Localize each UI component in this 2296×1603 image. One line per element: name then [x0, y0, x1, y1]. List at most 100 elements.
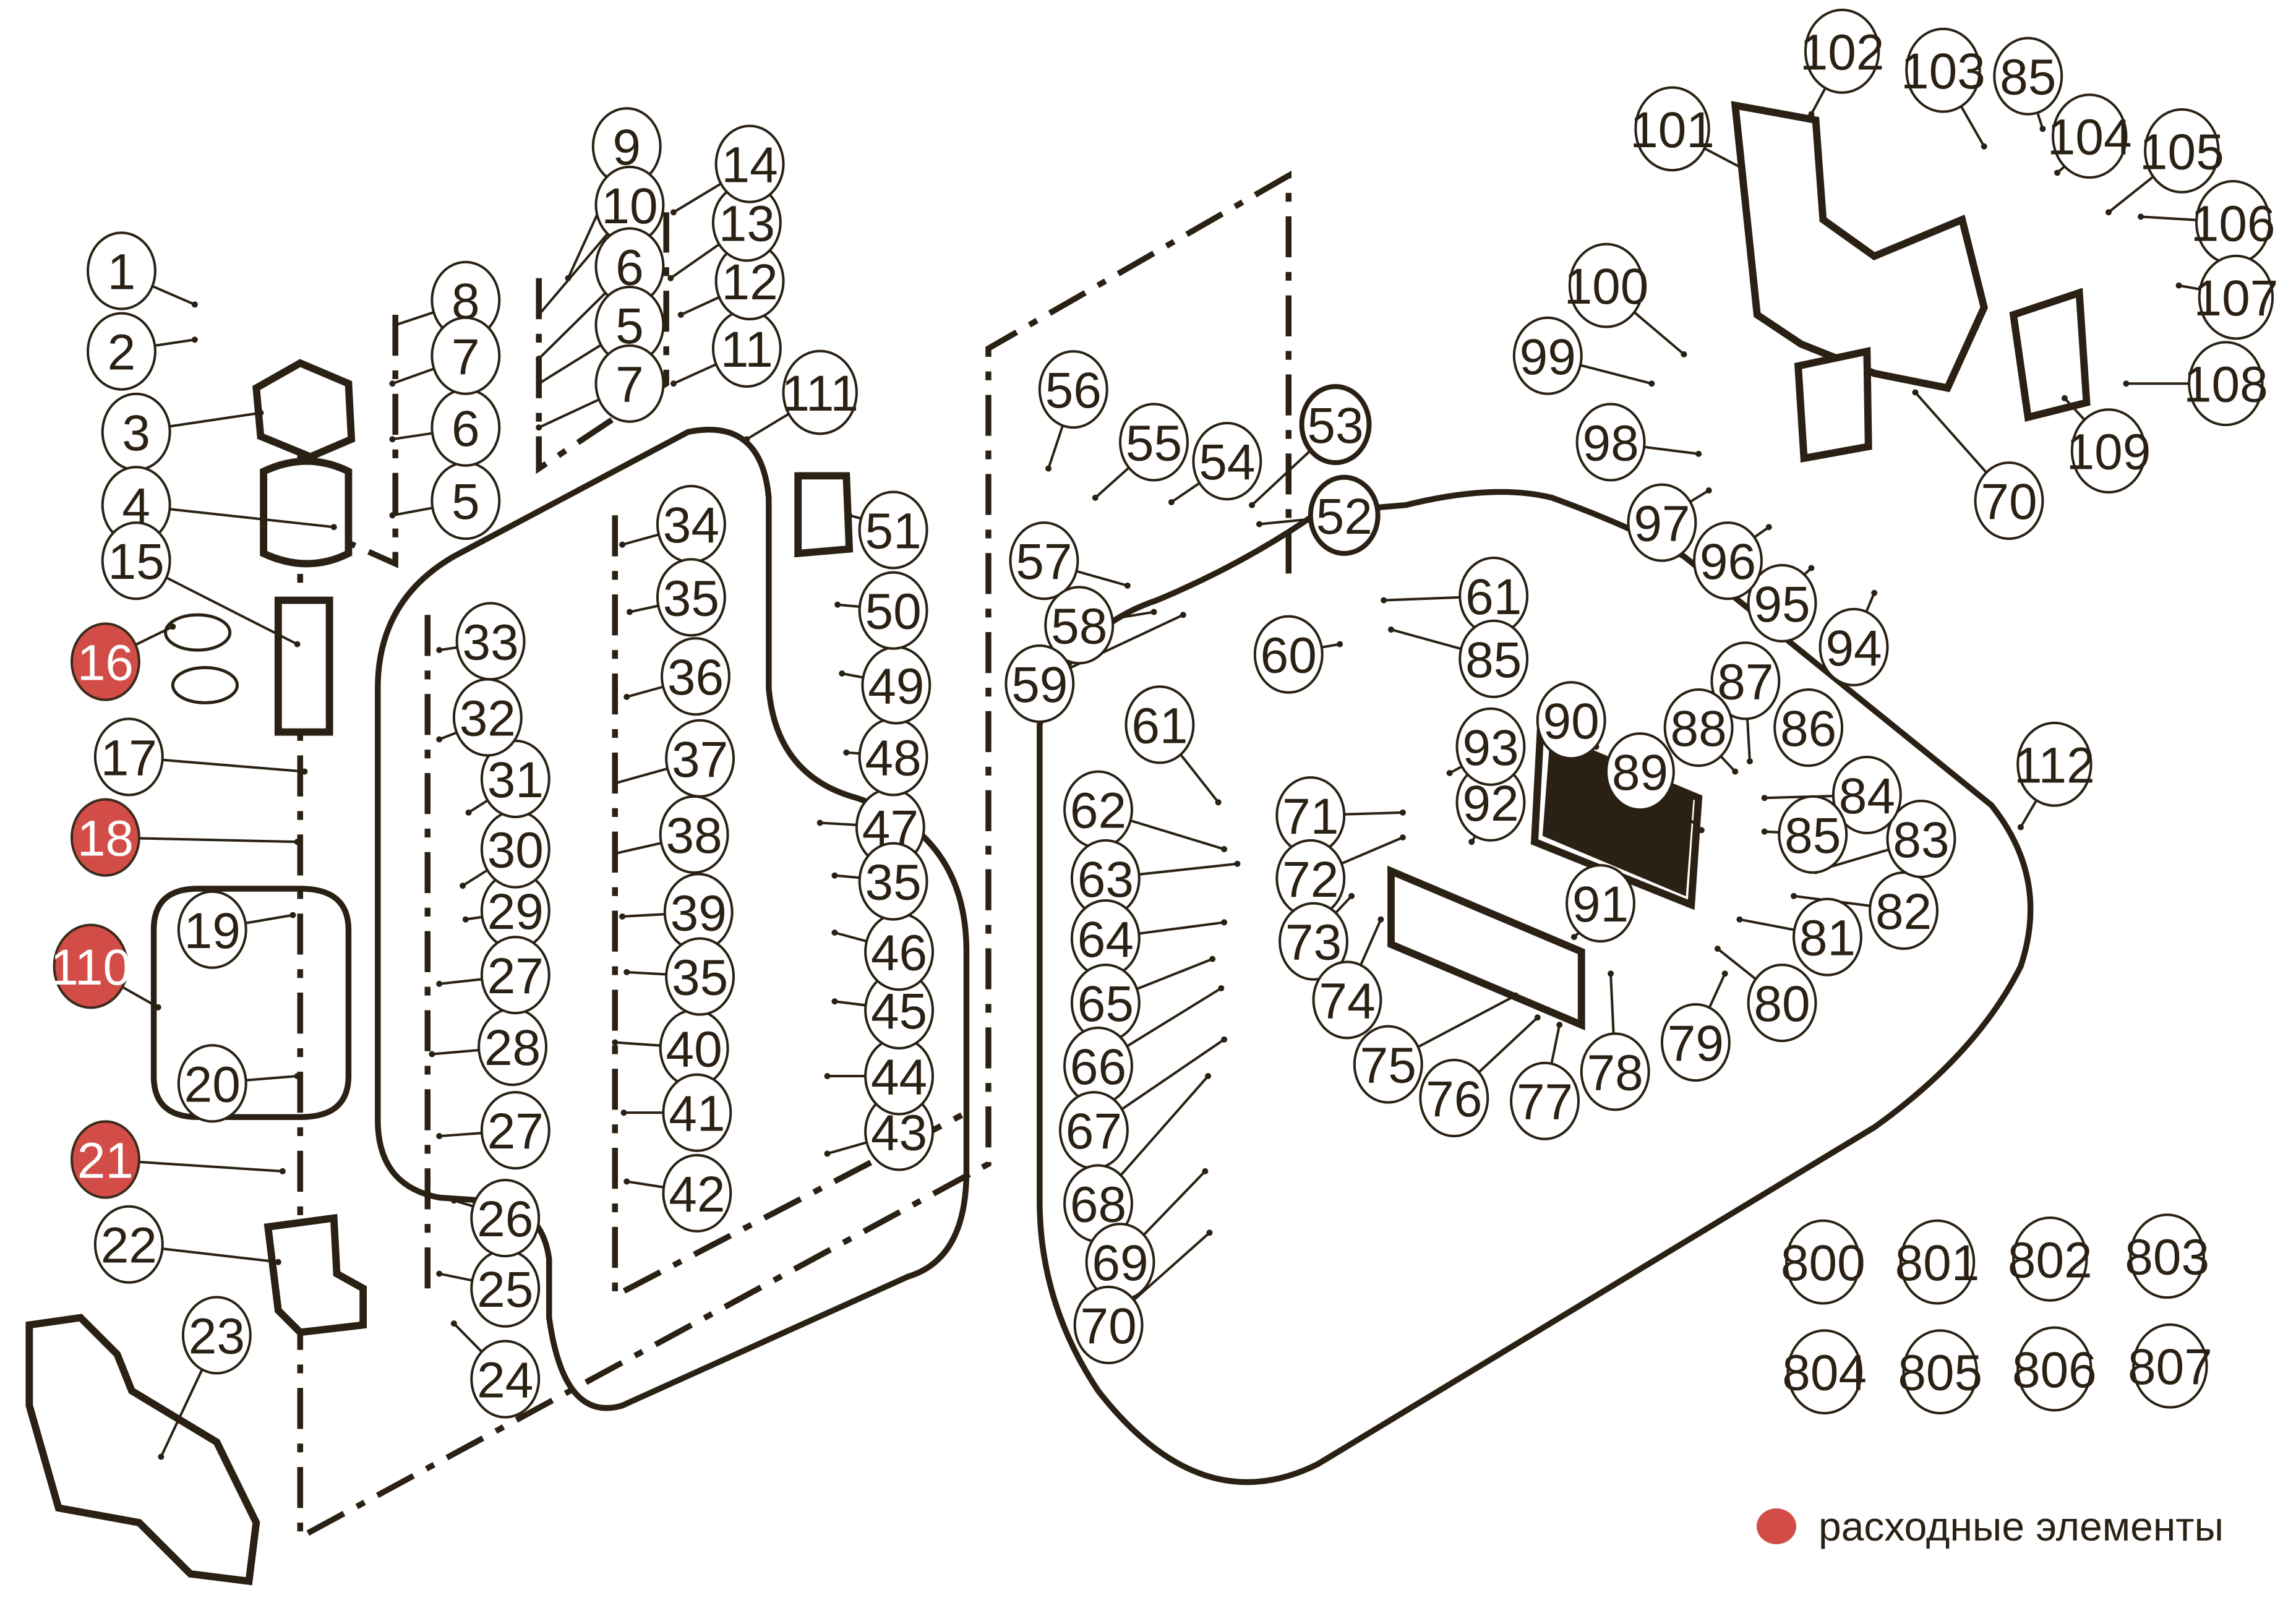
- leader-line-65: [1136, 957, 1213, 991]
- callout-circle: [470, 1340, 541, 1419]
- callout-number: 35: [672, 950, 728, 1006]
- callout-81: 81: [1793, 897, 1862, 977]
- callout-number: 20: [184, 1056, 241, 1113]
- leader-line-23: [160, 1367, 204, 1458]
- leader-anchor-66: [1218, 985, 1225, 991]
- leader-line-8: [395, 311, 435, 327]
- callout-circle: [594, 344, 665, 423]
- callout-36: 36: [661, 637, 730, 716]
- callout-circle: [1512, 316, 1583, 395]
- callout-number: 803: [2125, 1229, 2209, 1286]
- callout-number: 801: [1895, 1235, 1980, 1291]
- leader-anchor-49: [839, 670, 846, 677]
- callout-13: 13: [711, 183, 782, 262]
- callout-56: 56: [1038, 350, 1108, 429]
- callout-86: 86: [1773, 688, 1844, 767]
- callout-12: 12: [714, 242, 785, 321]
- callout-108: 108: [2183, 341, 2268, 427]
- leader-anchor-70: [1912, 389, 1919, 396]
- leader-line-1: [152, 284, 195, 306]
- leader-anchor-29: [462, 916, 469, 923]
- leader-line-101: [1703, 147, 1744, 170]
- leader-anchor-25: [436, 1270, 443, 1277]
- leader-line-15: [165, 576, 298, 646]
- leader-line-49: [841, 672, 863, 679]
- callout-803: 803: [2125, 1213, 2209, 1299]
- leader-anchor-106: [2138, 213, 2144, 220]
- callout-number: 69: [1092, 1235, 1148, 1291]
- leader-anchor-107: [2175, 282, 2182, 289]
- leader-anchor-59: [1180, 612, 1186, 618]
- callout-95: 95: [1747, 563, 1817, 643]
- leader-anchor-62: [1221, 846, 1228, 853]
- callout-circle: [1747, 964, 1817, 1043]
- callout-number: 107: [2194, 270, 2279, 327]
- consumable-callout-circle: [71, 1120, 140, 1199]
- callout-112: 112: [2014, 721, 2095, 807]
- leader-line-74: [1359, 918, 1382, 967]
- leader-line-27: [439, 978, 482, 985]
- leader-anchor-4: [330, 524, 337, 531]
- leader-line-7: [538, 398, 600, 429]
- leader-anchor-56: [1045, 465, 1052, 472]
- leader-anchor-112: [2017, 824, 2024, 831]
- leader-anchor-89: [1698, 827, 1705, 834]
- callout-number: 85: [1784, 808, 1841, 864]
- callout-circle: [1886, 799, 1956, 879]
- leader-line-103: [1959, 104, 1985, 147]
- leader-line-24: [453, 1322, 484, 1354]
- leader-line-18: [139, 837, 298, 844]
- callout-30: 30: [480, 810, 550, 889]
- callout-85: 85: [1778, 795, 1848, 874]
- callout-111: 111: [781, 349, 859, 435]
- callout-35: 35: [665, 937, 735, 1016]
- leader-anchor-24: [450, 1320, 457, 1327]
- callout-circle: [782, 349, 858, 435]
- leader-anchor-6: [536, 356, 542, 362]
- callout-number: 58: [1051, 598, 1107, 654]
- callout-circle: [661, 637, 730, 716]
- leader-lines: [121, 86, 2201, 1460]
- callout-number: 33: [462, 614, 518, 670]
- leader-anchor-108: [2123, 380, 2130, 387]
- callout-number: 1: [108, 244, 136, 300]
- leader-line-98: [1643, 445, 1699, 455]
- leader-line-81: [1739, 918, 1795, 931]
- leader-anchor-30: [460, 883, 466, 889]
- axis-111: [612, 515, 968, 1301]
- leader-line-71: [1344, 811, 1403, 816]
- callout-number: 57: [1016, 534, 1072, 590]
- callout-number: 27: [487, 1103, 544, 1160]
- callout-77: 77: [1510, 1061, 1580, 1140]
- callout-number: 41: [669, 1086, 725, 1142]
- callout-45: 45: [864, 970, 935, 1049]
- callout-circle: [1634, 86, 1710, 172]
- callout-106: 106: [2191, 179, 2276, 265]
- callout-51: 51: [858, 490, 928, 570]
- leader-anchor-58: [1150, 609, 1157, 615]
- leader-line-62: [1129, 819, 1225, 850]
- callout-number: 96: [1700, 534, 1756, 590]
- callout-57: 57: [1009, 521, 1079, 601]
- leader-anchor-51: [846, 512, 853, 519]
- leader-line-25: [439, 1272, 473, 1282]
- callout-circle: [1510, 1061, 1580, 1140]
- callout-66: 66: [1063, 1026, 1133, 1105]
- leader-line-6: [392, 432, 433, 441]
- callout-circle: [1785, 1219, 1861, 1305]
- consumable-callout-circle: [71, 798, 140, 877]
- callout-number: 55: [1126, 415, 1182, 471]
- callout-circle: [2052, 93, 2128, 179]
- leader-anchor-39: [619, 913, 626, 920]
- callout-number: 13: [719, 195, 775, 252]
- callout-circle: [1627, 483, 1697, 562]
- callout-number: 36: [667, 649, 724, 706]
- callout-number: 35: [663, 570, 719, 626]
- callout-circle: [1580, 1032, 1650, 1111]
- leader-anchor-52: [1256, 521, 1262, 528]
- leader-anchor-26: [450, 1197, 457, 1204]
- leader-anchor-63: [1234, 860, 1241, 867]
- leader-line-19: [245, 913, 293, 925]
- callout-27: 27: [480, 936, 550, 1015]
- callout-circle: [1253, 615, 1324, 694]
